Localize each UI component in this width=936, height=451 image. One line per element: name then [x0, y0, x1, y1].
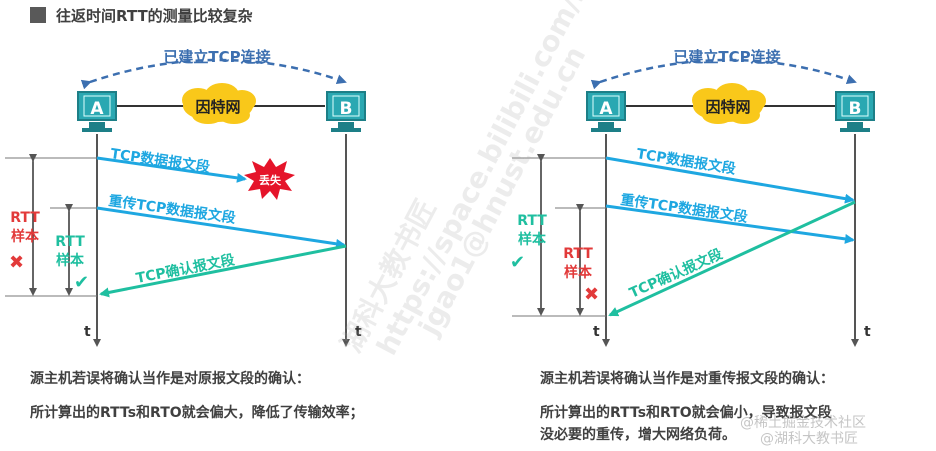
left-ack-arrow: [99, 244, 347, 298]
left-seg1-arrow: [96, 156, 247, 183]
right-caption-2: 所计算出的RTTs和RTO就会偏小，导致报文段: [540, 405, 832, 421]
right-connection-label: 已建立TCP连接: [673, 48, 780, 66]
right-caption-1: 源主机若误将确认当作是对重传报文段的确认：: [540, 371, 834, 387]
left-caption-2: 所计算出的RTTs和RTO就会偏大，降低了传输效率；: [30, 405, 364, 421]
right-time-a: t: [593, 324, 600, 340]
left-connection-label: 已建立TCP连接: [163, 48, 270, 66]
page-title: 往返时间RTT的测量比较复杂: [56, 6, 253, 25]
right-ack-label: TCP确认报文段: [627, 245, 725, 301]
left-seg2-label: 重传TCP数据报文段: [107, 192, 236, 227]
left-rtt-wrong-x-icon: ✖: [9, 252, 24, 273]
left-seg1-label: TCP数据报文段: [109, 145, 210, 176]
right-rtt-right-check-icon: ✔: [510, 252, 525, 273]
left-host-b-label: B: [340, 99, 353, 119]
right-diagram: 已建立TCP连接 A B 因特网 t t: [510, 48, 875, 347]
left-host-a-icon: [77, 91, 117, 132]
left-time-b: t: [355, 324, 362, 340]
right-host-a-icon: [586, 91, 626, 132]
right-host-a-label: A: [599, 99, 613, 119]
right-cloud-icon: [692, 83, 766, 124]
left-time-a: t: [84, 324, 91, 340]
left-ack-label: TCP确认报文段: [135, 251, 236, 287]
header: 往返时间RTT的测量比较复杂: [30, 5, 253, 25]
left-seg2-arrow: [96, 206, 346, 249]
right-rtt-wrong-x-icon: ✖: [584, 284, 599, 305]
right-time-b: t: [864, 324, 871, 340]
left-host-a-label: A: [90, 99, 104, 119]
left-lost-label: 丢失: [259, 173, 282, 187]
watermark-4: @稀土掘金技术社区: [740, 415, 866, 431]
right-network-label: 因特网: [705, 98, 750, 116]
left-network-label: 因特网: [195, 98, 240, 116]
right-ack-arrow: [608, 200, 856, 317]
left-diagram: 已建立TCP连接 A B 因特网: [5, 48, 366, 347]
right-host-b-label: B: [849, 99, 862, 119]
left-host-b-icon: [326, 91, 366, 132]
left-rtt-right-check-icon: ✔: [74, 272, 89, 293]
right-host-b-icon: [835, 91, 875, 132]
right-seg2-label: 重传TCP数据报文段: [619, 191, 748, 226]
right-caption-3: 没必要的重传，增大网络负荷。: [540, 427, 736, 443]
left-lost-burst-icon: [244, 158, 295, 200]
right-seg1-arrow: [605, 156, 855, 204]
left-cloud-icon: [182, 83, 256, 124]
right-seg2-arrow: [605, 204, 855, 244]
watermark-5: @湖科大教书匠: [760, 431, 858, 447]
header-square-icon: [30, 7, 46, 23]
left-caption-1: 源主机若误将确认当作是对原报文段的确认：: [30, 371, 310, 387]
